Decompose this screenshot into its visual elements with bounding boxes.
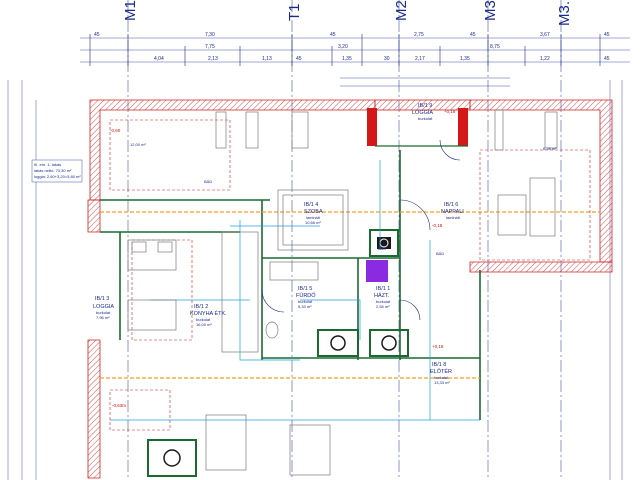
dim-top-6: 3,67 xyxy=(540,32,550,38)
furniture xyxy=(127,109,558,476)
dim-top-2: 7,30 xyxy=(205,32,215,38)
label-bad: BÁD xyxy=(436,251,444,256)
axis-label-M3-1: M3.1 xyxy=(556,0,573,26)
room-id: IB/1 6 xyxy=(444,202,458,208)
level-mark: +0,18 xyxy=(444,109,456,114)
room-label-haztartas: IB/1 1 HÁZT. burkolat 2,55 m² xyxy=(374,286,391,309)
furniture-outlines xyxy=(109,119,591,431)
room-note: burkolat xyxy=(298,299,313,304)
axis-label-M3: M3 xyxy=(482,0,499,21)
room-note: burkolat xyxy=(418,116,433,121)
dim-row3-1: 4,04 xyxy=(154,56,164,62)
room-id: IB/1 5 xyxy=(298,286,312,292)
room-area: 5,33 m² xyxy=(298,304,312,309)
utility-shaft xyxy=(366,260,388,282)
room-note: burkolat xyxy=(434,375,449,380)
axis-label-M1: M1 xyxy=(122,0,139,21)
room-area: 16,00 m² xyxy=(196,322,212,327)
room-label-szoba: IB/1 4 SZOBA laminált 10,66 m² xyxy=(304,202,323,225)
dim-row3-6: 30 xyxy=(384,56,390,62)
level-mark: -0,63m xyxy=(112,403,126,408)
info-box: III. em. 1. lakás lakás nettó: 73,30 m² … xyxy=(31,159,83,183)
room-id: IB/1 9 xyxy=(418,103,432,109)
room-id: IB/1 1 xyxy=(376,286,390,292)
room-area: 7,96 m² xyxy=(96,315,110,320)
info-line-2: lakás nettó: 73,30 m² xyxy=(34,168,72,173)
dim-row3-8: 1,35 xyxy=(460,56,470,62)
room-name: SZOBA xyxy=(304,209,323,215)
room-name: ELŐTÉR xyxy=(430,368,452,375)
dim-row3-5: 1,35 xyxy=(342,56,352,62)
room-area: 2,55 m² xyxy=(376,304,390,309)
dim-row3-4: 45 xyxy=(296,56,302,62)
dim-row3-10: 45 xyxy=(604,56,610,62)
room-label-loggia-top: IB/1 9 LOGGIA burkolat xyxy=(412,103,433,121)
axis-label-T1: T1 xyxy=(286,3,303,21)
room-name: LOGGIA xyxy=(412,110,433,116)
dim-row2-3: 8,75 xyxy=(490,44,500,50)
room-area: 10,66 m² xyxy=(305,220,321,225)
dim-row3-9: 1,22 xyxy=(540,56,550,62)
room-id: IB/1 3 xyxy=(95,296,109,302)
dimension-ticks xyxy=(89,34,601,66)
room-label-konyha: IB/1 2 KONYHA ÉTK. burkolat 16,00 m² xyxy=(190,304,227,327)
area-label: 6,28 m² xyxy=(543,146,557,151)
level-mark: +0,18 xyxy=(432,344,444,349)
dim-top-7: 45 xyxy=(604,32,610,38)
dim-top-3: 45 xyxy=(330,32,336,38)
level-mark: -0,60 xyxy=(110,128,121,133)
room-label-nappali: IB/1 6 NAPPALI laminált xyxy=(441,202,464,220)
dim-top-5: 45 xyxy=(470,32,476,38)
dimension-lines xyxy=(7,37,630,480)
room-label-eloter: IB/1 8 ELŐTÉR burkolat 13,33 m² xyxy=(430,362,452,385)
outer-walls xyxy=(87,99,613,479)
dim-row3-3: 1,13 xyxy=(262,56,272,62)
loggia-top xyxy=(367,99,471,147)
axis-grid xyxy=(127,0,562,480)
room-note: laminált xyxy=(306,215,321,220)
label-bad: BÁD xyxy=(204,179,212,184)
dim-row2-2: 3,20 xyxy=(338,44,348,50)
area-label: 12,00 m² xyxy=(130,142,146,147)
room-id: IB/1 4 xyxy=(304,202,318,208)
dim-top-4: 2,75 xyxy=(414,32,424,38)
room-name: HÁZT. xyxy=(374,292,390,299)
room-id: IB/1 8 xyxy=(432,362,446,368)
room-note: burkolat xyxy=(96,310,111,315)
room-note: burkolat xyxy=(196,317,211,322)
room-note: laminált xyxy=(446,215,461,220)
room-name: FÜRDŐ xyxy=(296,292,316,299)
info-line-1: III. em. 1. lakás xyxy=(34,162,61,167)
room-name: KONYHA ÉTK. xyxy=(190,310,227,317)
room-label-loggia-left: IB/1 3 LOGGIA burkolat 7,96 m² xyxy=(93,296,114,320)
level-mark: -0,18 xyxy=(432,223,443,228)
info-line-3: loggia: 2,60+3,20=5,80 m² xyxy=(34,174,81,179)
dim-top-1: 45 xyxy=(94,32,100,38)
room-id: IB/1 2 xyxy=(194,304,208,310)
room-note: burkolat xyxy=(376,299,391,304)
label-bad: BÁD xyxy=(378,246,386,251)
shaft-cores xyxy=(147,229,409,477)
room-area: 13,33 m² xyxy=(434,380,450,385)
dim-row3-2: 2,13 xyxy=(208,56,218,62)
axis-label-M2: M2 xyxy=(393,0,410,21)
doors xyxy=(261,139,461,321)
interior-walls xyxy=(100,150,481,420)
room-name: NAPPALI xyxy=(441,209,464,215)
dim-row3-7: 2,17 xyxy=(415,56,425,62)
room-label-furdo: IB/1 5 FÜRDŐ burkolat 5,33 m² xyxy=(296,286,316,309)
plumbing-lines xyxy=(110,160,480,421)
room-name: LOGGIA xyxy=(93,304,114,310)
dim-row2-1: 7,75 xyxy=(205,44,215,50)
